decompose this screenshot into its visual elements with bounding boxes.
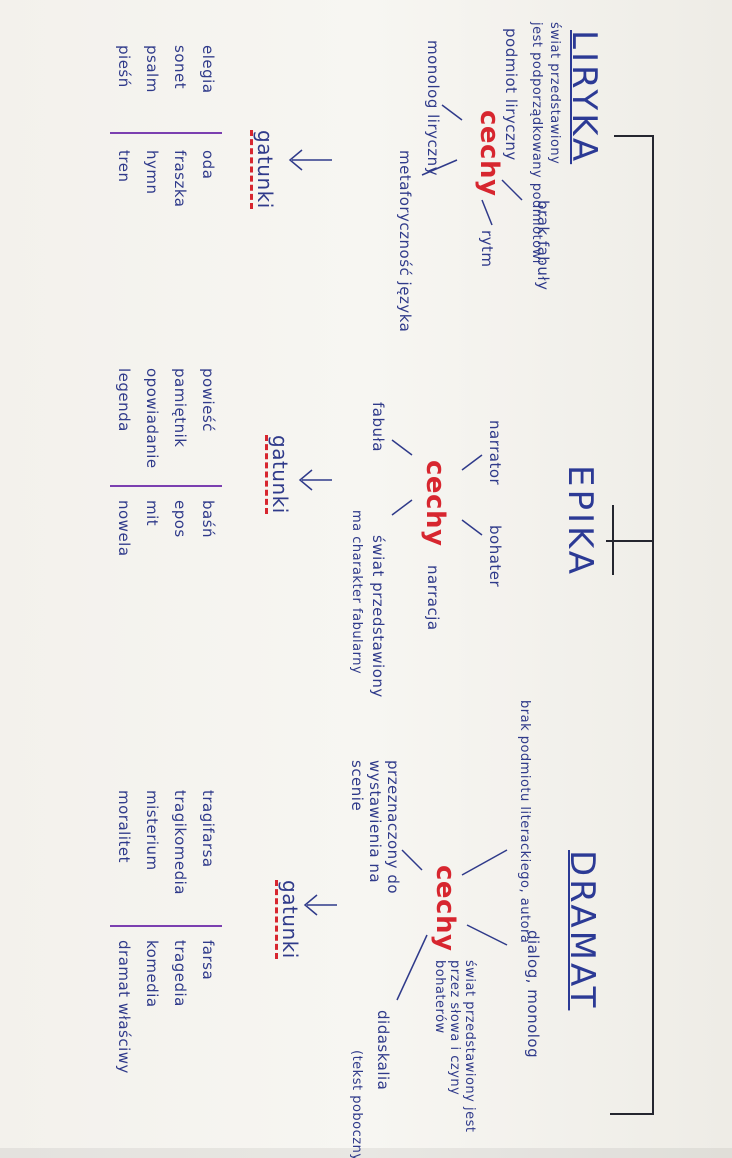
epika-stroke-3 (391, 439, 413, 456)
dramat-stroke-3 (401, 849, 423, 871)
dramat-down-arrow (303, 894, 337, 916)
epika-stroke-4 (391, 499, 413, 516)
epika-stroke-2 (461, 519, 483, 536)
liryka-stroke-3 (441, 104, 463, 121)
liryka-stroke-2 (481, 199, 493, 226)
liryka-stroke-4 (421, 159, 458, 176)
epika-down-arrow (298, 469, 332, 491)
liryka-down-arrow (288, 149, 332, 171)
dramat-stroke-4 (396, 934, 428, 1001)
page-edge-shadow (0, 1148, 732, 1158)
epika-stroke-1 (461, 454, 483, 471)
liryka-stroke-1 (501, 179, 523, 201)
dramat-stroke-1 (461, 849, 508, 876)
dramat-stroke-2 (466, 924, 508, 946)
